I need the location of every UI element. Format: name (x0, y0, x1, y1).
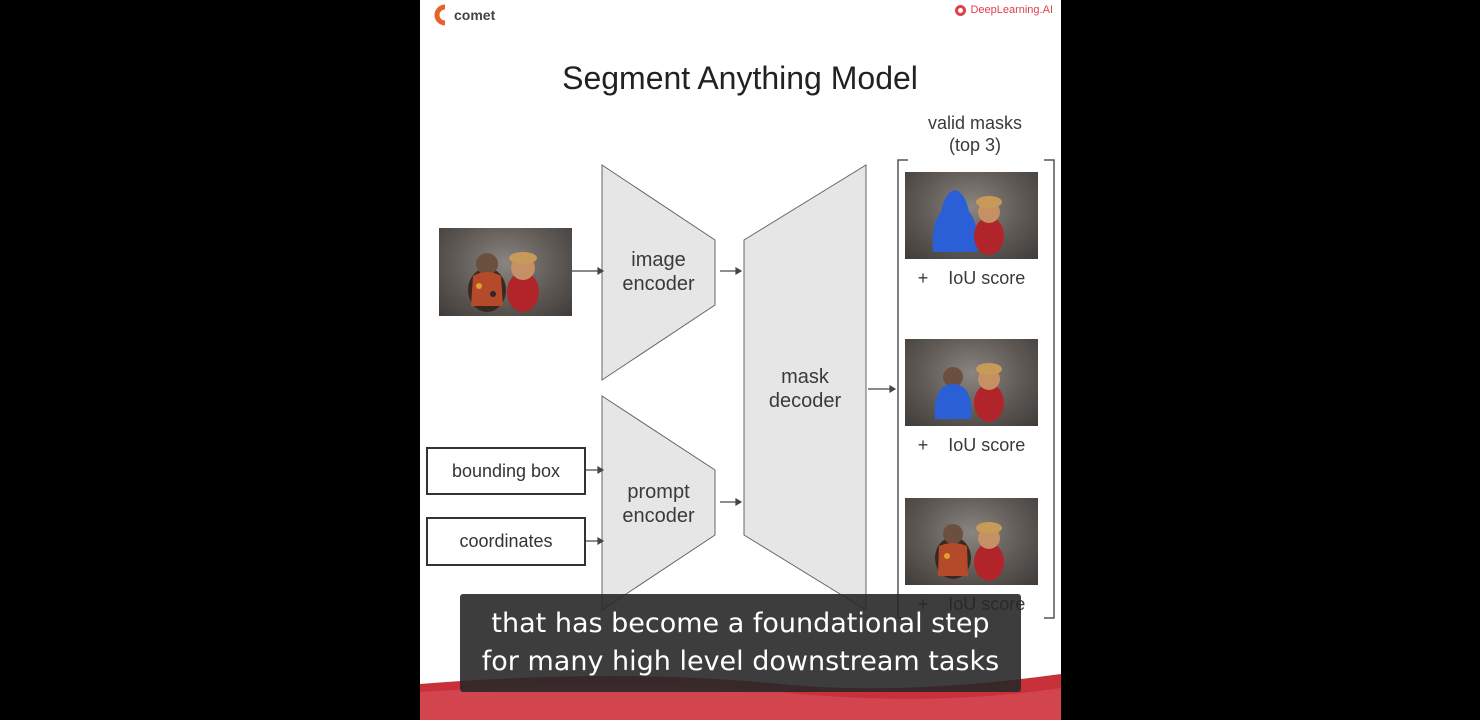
sam-diagram: Segment Anything Model (420, 0, 1061, 720)
coordinates-input: coordinates (426, 517, 586, 566)
deeplearning-logo: DeepLearning.AI (954, 2, 1053, 18)
comet-logo: comet (430, 3, 495, 27)
prompt-encoder-label: prompt encoder (602, 480, 715, 528)
comet-brand-text: comet (454, 7, 496, 23)
image-encoder-block (601, 164, 716, 381)
diagram-shapes (572, 159, 1055, 619)
output-mask-1 (905, 172, 1038, 259)
image-encoder-label: image encoder (602, 248, 715, 296)
prompt-encoder-block (601, 395, 716, 611)
deeplearning-icon (955, 4, 967, 16)
iou-score-label-2: + IoU score (917, 435, 1026, 455)
mask-decoder-label: mask decoder (744, 365, 866, 413)
prompt-encoder-label-line1: prompt (627, 481, 690, 503)
mask-decoder-label-line2: decoder (768, 390, 842, 412)
caption-line-1: that has become a foundational step (491, 608, 990, 639)
image-encoder-label-line2: encoder (622, 273, 695, 295)
prompt-encoder-label-line2: encoder (622, 505, 695, 527)
outputs-right-bracket (1044, 159, 1055, 619)
subtitle-caption: that has become a foundational step for … (460, 594, 1021, 692)
diagram-title: Segment Anything Model (562, 60, 918, 96)
output-mask-3 (905, 498, 1038, 585)
output-header: valid masks (top 3) (900, 112, 1050, 156)
iou-score-label-1: + IoU score (917, 268, 1026, 288)
deeplearning-brand-text: DeepLearning.AI (970, 4, 1053, 16)
image-encoder-label-line1: image (631, 249, 686, 271)
output-header-line2: (top 3) (948, 135, 1002, 155)
mask-decoder-label-line1: mask (781, 366, 829, 388)
caption-line-2: for many high level downstream tasks (481, 646, 1000, 677)
input-image (439, 228, 572, 316)
comet-icon (434, 4, 446, 26)
output-mask-2 (905, 339, 1038, 426)
output-header-line1: valid masks (927, 113, 1023, 133)
bounding-box-input: bounding box (426, 447, 586, 495)
